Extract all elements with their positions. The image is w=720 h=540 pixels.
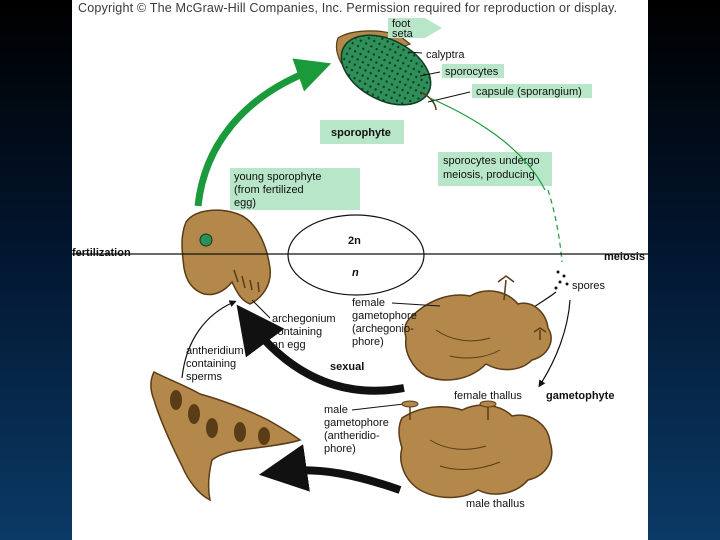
diploid-label: 2n [348, 235, 361, 247]
sporophyte-highlight [320, 120, 404, 144]
sporophyte-illustration [335, 30, 437, 111]
sexual-label: sexual [330, 361, 364, 373]
sporocytes-label: sporocytes [445, 66, 499, 78]
capsule-highlight [472, 84, 592, 98]
archegoniophore-illustration [181, 209, 271, 305]
young-sporophyte-line2: (from fertilized [234, 184, 304, 196]
female-gametophore-leader [391, 302, 441, 307]
sperm-swim-arrow [181, 300, 237, 379]
antheridium-line1: antheridium [186, 345, 243, 357]
female-gametophore-line2: gametophore [352, 310, 417, 322]
fertilization-label: fertilization [72, 247, 131, 259]
archegonium-leader [251, 299, 271, 319]
calyptra-leader [407, 51, 423, 54]
sporophyte-label: sporophyte [331, 127, 391, 139]
ploidy-ellipse [287, 214, 425, 296]
male-gametophore-line2: gametophore [324, 417, 389, 429]
male-gametophore-line3: (antheridio- [324, 430, 380, 442]
archegonium-line2: containing [272, 326, 322, 338]
copyright-notice: Copyright © The McGraw-Hill Companies, I… [78, 1, 618, 15]
young-sporophyte-highlight [230, 168, 360, 210]
sporocytes-highlight [442, 64, 504, 78]
meiosis-note-line2: meiosis, producing [443, 169, 535, 181]
female-thallus-label: female thallus [454, 390, 522, 402]
sporophyte-to-meiosis-arc [429, 97, 546, 191]
spores-cluster [554, 270, 569, 290]
spores-to-male-arrow [538, 299, 571, 388]
foot-label: foot [392, 18, 410, 30]
meiosis-label: meiosis [604, 251, 645, 263]
antheridiophore-illustration [150, 370, 302, 502]
young-sporophyte-line3: egg) [234, 197, 256, 209]
spores-label: spores [572, 280, 606, 292]
male-gametophore-line4: phore) [324, 443, 356, 455]
antheridium-line2: containing [186, 358, 236, 370]
antheridium-line3: sperms [186, 371, 223, 383]
archegonium-line1: archegonium [272, 313, 336, 325]
female-to-archegonium-arrow [236, 304, 405, 395]
male-to-antheridium-arrow [258, 444, 402, 494]
female-thallus-illustration [404, 275, 552, 381]
female-gametophore-line4: phore) [352, 336, 384, 348]
male-gametophore-line1: male [324, 404, 348, 416]
male-thallus-label: male thallus [466, 498, 525, 510]
male-thallus-illustration [398, 400, 553, 499]
foot-seta-highlight [388, 18, 442, 38]
male-gametophore-leader [351, 403, 405, 411]
female-gametophore-line3: (archegonio- [352, 323, 414, 335]
capsule-label: capsule (sporangium) [476, 86, 582, 98]
female-gametophore-line1: female [352, 297, 385, 309]
seta-label: seta [392, 28, 414, 40]
meiosis-note-line1: sporocytes undergo [443, 155, 540, 167]
gametophyte-label: gametophyte [546, 390, 614, 402]
sporocytes-leader [419, 71, 441, 77]
sporophyte-growth-arrow [194, 58, 332, 207]
haploid-label: n [352, 267, 359, 279]
meiosis-note-highlight [438, 152, 552, 186]
meiosis-dashed-arc [547, 189, 563, 263]
young-sporophyte-line1: young sporophyte [234, 171, 321, 183]
calyptra-label: calyptra [426, 49, 465, 61]
